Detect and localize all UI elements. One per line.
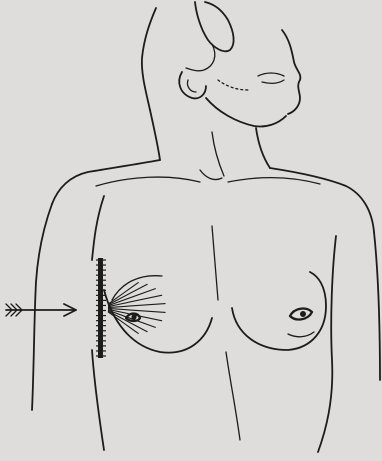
right-nipple-dot [300,311,306,317]
applicator-bar [98,258,103,358]
